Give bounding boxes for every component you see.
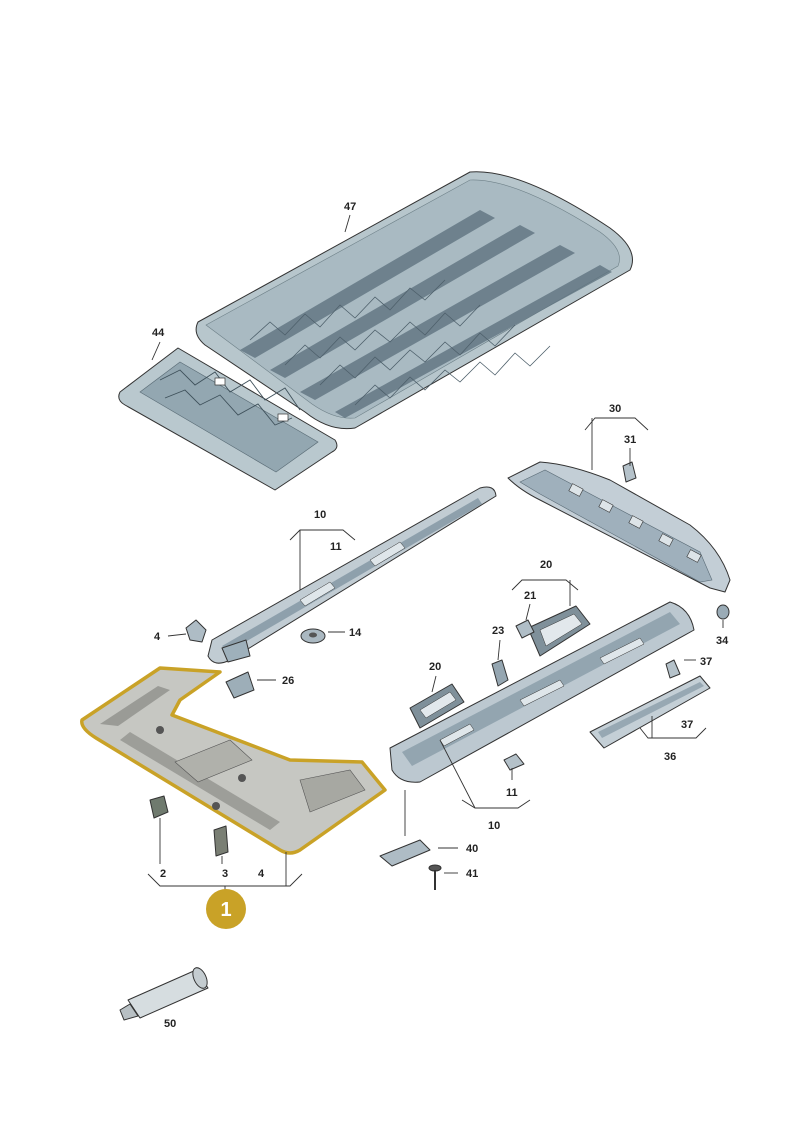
label-4-left: 4 [154, 631, 161, 643]
label-23: 23 [492, 625, 504, 637]
part-1-badge: 1 [206, 889, 246, 929]
left-roof-rail-10 [207, 486, 497, 664]
headliner-clip-2-icon [149, 795, 169, 819]
label-3: 3 [222, 868, 228, 880]
label-10-right: 10 [488, 820, 500, 832]
screw-41-icon [428, 864, 442, 890]
clip-31-icon [622, 461, 637, 483]
label-41: 41 [466, 868, 478, 880]
bracket-40-icon [379, 839, 431, 867]
rail-clip-11-icon [503, 753, 525, 771]
clip-4-icon [185, 619, 207, 643]
bracket-23-icon [491, 659, 509, 687]
right-roof-rail-10 [389, 601, 695, 783]
label-20-lower: 20 [429, 661, 441, 673]
label-37-upper: 37 [700, 656, 712, 668]
label-50: 50 [164, 1018, 176, 1030]
label-47: 47 [344, 201, 356, 213]
label-10-left: 10 [314, 509, 326, 521]
roof-insulation-panel-47 [195, 171, 633, 430]
label-34: 34 [716, 635, 729, 647]
headliner-clip-3-icon [213, 825, 229, 857]
frame-20-lower [409, 683, 465, 729]
adhesive-tube-50-icon [119, 967, 209, 1021]
trim-strip-36 [589, 675, 711, 749]
label-20-upper: 20 [540, 559, 552, 571]
label-26: 26 [282, 675, 294, 687]
rear-crossmember-trim-30 [507, 461, 731, 593]
label-31: 31 [624, 434, 636, 446]
frame-20-upper [527, 605, 591, 657]
label-4-lower: 4 [258, 868, 265, 880]
label-2: 2 [160, 868, 166, 880]
cover-26-icon [225, 671, 255, 699]
badge-label-1: 1 [220, 899, 231, 921]
label-44: 44 [152, 327, 165, 339]
label-30: 30 [609, 403, 621, 415]
roof-insulation-panel-44 [118, 347, 338, 491]
headliner-1-highlighted [80, 666, 387, 855]
clip-37-icon [665, 659, 681, 679]
clip-21-icon [515, 619, 535, 639]
label-40: 40 [466, 843, 478, 855]
end-cap-34-icon [716, 604, 730, 620]
label-37-lower: 37 [681, 719, 693, 731]
label-11-right: 11 [506, 787, 518, 799]
label-14: 14 [349, 627, 362, 639]
label-36: 36 [664, 751, 676, 763]
label-11-left: 11 [330, 541, 342, 553]
label-21: 21 [524, 590, 536, 602]
grommet-14-icon [300, 628, 326, 644]
